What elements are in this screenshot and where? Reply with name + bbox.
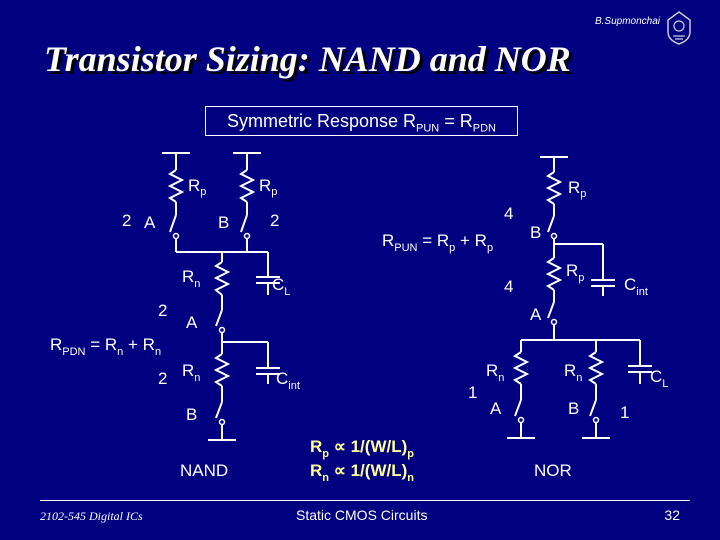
subtitle-sub2: PDN [472, 122, 497, 135]
resistor-icon [545, 171, 563, 205]
nor-size-b: 4 [504, 204, 513, 223]
formula-rn: Rn ∝ 1/(W/L)n [310, 461, 414, 484]
nand-size-a-bottom: 2 [158, 301, 167, 320]
nor-input-b: B [530, 223, 541, 242]
nor-input-a-bottom: A [490, 399, 502, 418]
nand-caption: NAND [180, 461, 228, 480]
nand-rpdn-equation: RPDN = Rn + Rn [50, 335, 161, 358]
nor-size-1-left: 1 [468, 383, 477, 402]
university-seal-icon [667, 11, 691, 45]
nand-input-b-top: B [218, 213, 229, 232]
nand-input-a-bottom: A [186, 313, 198, 332]
nand-size-b-top: 2 [270, 211, 279, 230]
nand-rn-top-label: Rn [182, 267, 200, 290]
nand-rn-bottom-label: Rn [182, 361, 200, 384]
subtitle-mid: = R [439, 111, 473, 131]
nor-rp-mid-label: Rp [566, 261, 584, 284]
resistor-icon [167, 169, 185, 203]
subtitle-text: Symmetric Response R [226, 111, 417, 131]
switch-icon [514, 399, 522, 417]
resistor-icon [213, 261, 231, 296]
nor-rpun-equation: RPUN = Rp + Rp [382, 231, 493, 254]
resistor-icon [545, 257, 563, 291]
nand-rp-left-label: Rp [188, 176, 206, 198]
nor-caption: NOR [534, 461, 572, 480]
switch-icon [589, 399, 597, 417]
nor-input-a-top: A [530, 305, 542, 324]
nand-size-a-top: 2 [122, 211, 131, 230]
nor-cint-label: Cint [624, 275, 648, 298]
nor-size-a: 4 [504, 277, 513, 296]
nor-cl-label: CL [650, 367, 668, 390]
switch-icon [547, 301, 555, 319]
formula-rp: Rp ∝ 1/(W/L)p [310, 437, 414, 460]
nand-cl-label: CL [272, 275, 290, 298]
resistor-icon [587, 351, 605, 385]
switch-icon [215, 309, 223, 327]
nor-size-1-right: 1 [620, 403, 629, 422]
footer-rule [40, 500, 690, 501]
nor-rn-left-label: Rn [486, 361, 504, 384]
switch-icon [240, 214, 248, 233]
nor-rn-right-label: Rn [564, 361, 582, 384]
nor-rp-top-label: Rp [568, 178, 586, 200]
resistor-icon [238, 169, 256, 203]
page-number: 32 [664, 507, 680, 523]
nand-input-b-bottom: B [186, 405, 197, 424]
switch-icon [215, 401, 223, 419]
switch-icon [547, 215, 555, 233]
footer-topic: Static CMOS Circuits [296, 507, 428, 523]
footer-course: 2102-545 Digital ICs [40, 509, 143, 523]
resistor-icon [512, 351, 530, 385]
nand-input-a-top: A [144, 213, 156, 232]
nand-cint-label: Cint [276, 369, 300, 392]
nor-input-b-bottom: B [568, 399, 579, 418]
subtitle-sub1: PUN [416, 122, 440, 135]
switch-icon [169, 214, 177, 233]
slide-title: Transistor Sizing: NAND and NOR [44, 39, 571, 79]
nand-size-b-bottom: 2 [158, 369, 167, 388]
author-name: B.Supmonchai [594, 16, 660, 27]
resistor-icon [213, 353, 231, 387]
subtitle-box: Symmetric Response RPUN = RPDN [205, 106, 518, 136]
nand-rp-right-label: Rp [259, 176, 277, 198]
